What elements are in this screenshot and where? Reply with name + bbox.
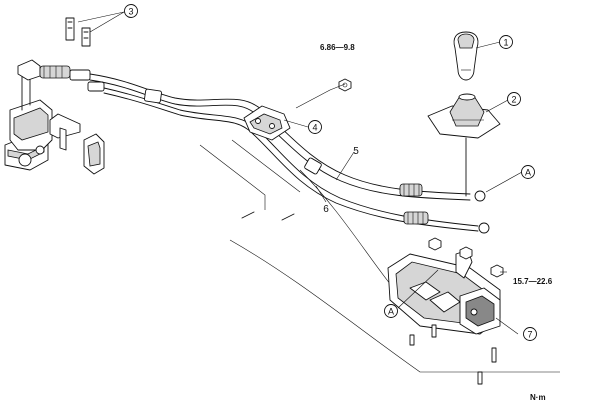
callout-4-label: 4 [312, 123, 317, 133]
shift-mechanism-base [387, 249, 501, 385]
cable-bracket [243, 105, 291, 141]
mount-nuts [428, 237, 504, 278]
torque-upper-label: 6.86—9.8 [320, 43, 355, 52]
shift-cables [89, 73, 490, 234]
callout-6-label: 6 [323, 204, 329, 215]
callout-a-lower-label: A [388, 307, 394, 317]
callout-a-upper: A [521, 165, 535, 179]
cable-clips [65, 17, 91, 47]
callout-1: 1 [499, 35, 513, 49]
callout-1-label: 1 [503, 38, 508, 48]
callout-5: 5 [353, 146, 359, 157]
callout-4: 4 [308, 120, 322, 134]
callout-a-upper-label: A [525, 168, 531, 178]
callout-7: 7 [523, 327, 537, 341]
callout-2: 2 [507, 92, 521, 106]
callout-3: 3 [124, 4, 138, 18]
torque-lower-label: 15.7—22.6 [513, 277, 553, 286]
callout-2-label: 2 [511, 95, 516, 105]
nut-icon [338, 78, 352, 92]
callout-5-label: 5 [353, 146, 359, 157]
callout-7-label: 7 [527, 330, 532, 340]
torque-unit-label: N·m [530, 393, 546, 402]
cable-end-left [17, 59, 105, 92]
callout-6: 6 [323, 204, 329, 215]
transmission-linkage [4, 69, 105, 175]
callout-a-lower: A [384, 304, 398, 318]
shift-boot [427, 93, 501, 139]
callout-3-label: 3 [128, 7, 133, 17]
shift-knob [453, 31, 479, 81]
pins [241, 211, 295, 221]
floor-panel-outline [199, 139, 560, 373]
leader-lines [77, 11, 523, 335]
